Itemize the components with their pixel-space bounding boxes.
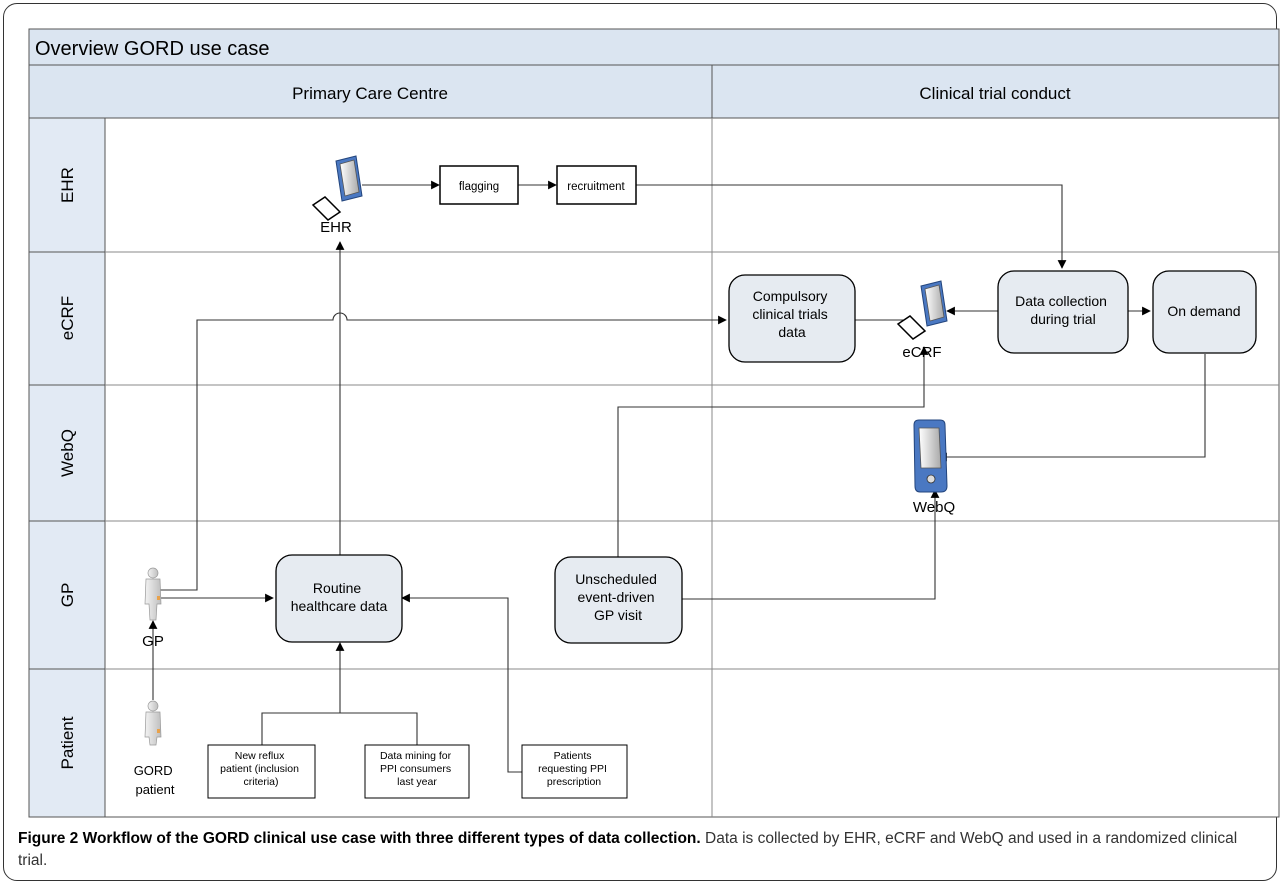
computer-icon xyxy=(896,280,948,340)
unscheduled-visit-label: Unscheduled event-driven GP visit xyxy=(575,571,661,623)
figure-caption: Figure 2 Workflow of the GORD clinical u… xyxy=(18,828,1263,872)
column-label-clinical-trial: Clinical trial conduct xyxy=(919,84,1070,103)
flagging-box xyxy=(439,165,519,205)
flagging-label: flagging xyxy=(459,181,499,193)
lane-label-webq: WebQ xyxy=(58,429,77,477)
column-header-primary-care xyxy=(28,64,713,119)
caption-bold: Figure 2 Workflow of the GORD clinical u… xyxy=(18,830,701,847)
lane-header-ehr xyxy=(28,117,106,253)
new-reflux-label: New reflux patient (inclusion criteria) xyxy=(220,750,302,788)
lane-label-gp: GP xyxy=(58,583,77,608)
column-label-primary-care: Primary Care Centre xyxy=(292,84,448,103)
gord-patient-label: GORD patient xyxy=(134,763,177,797)
on-demand-label: On demand xyxy=(1167,303,1240,319)
data-mining-box xyxy=(364,744,470,799)
patient-person-icon xyxy=(144,700,162,746)
data-collection-node xyxy=(997,270,1129,354)
routine-data-node xyxy=(275,554,403,643)
computer-icon xyxy=(311,155,363,221)
ecrf-icon-label: eCRF xyxy=(902,344,941,361)
lane-dividers xyxy=(105,118,1279,817)
lane-header-webq xyxy=(28,384,106,522)
lane-header-patient xyxy=(28,668,106,818)
lane-label-ehr: EHR xyxy=(58,167,77,203)
data-collection-label: Data collection during trial xyxy=(1015,293,1111,327)
data-mining-label: Data mining for PPI consumers last year xyxy=(380,750,454,788)
handheld-device-icon xyxy=(913,419,948,493)
gp-icon-label: GP xyxy=(142,633,164,650)
patients-requesting-box xyxy=(521,744,628,799)
routine-data-label: Routine healthcare data xyxy=(291,580,388,614)
ehr-icon-label: EHR xyxy=(320,219,352,236)
lane-header-gp xyxy=(28,520,106,670)
column-header-clinical-trial xyxy=(711,64,1280,119)
patients-requesting-label: Patients requesting PPI prescription xyxy=(538,750,610,788)
compulsory-data-node xyxy=(728,274,856,363)
lane-label-ecrf: eCRF xyxy=(58,296,77,340)
diagram-border xyxy=(28,28,1280,818)
compulsory-data-label: Compulsory clinical trials data xyxy=(752,288,831,340)
lane-label-patient: Patient xyxy=(58,716,77,769)
on-demand-node xyxy=(1152,270,1257,354)
unscheduled-visit-node xyxy=(554,556,683,644)
recruitment-box xyxy=(556,165,637,205)
diagram-title: Overview GORD use case xyxy=(35,38,270,60)
webq-icon-label: WebQ xyxy=(913,499,955,516)
caption-text: Data is collected by EHR, eCRF and WebQ … xyxy=(18,830,1238,869)
new-reflux-box xyxy=(207,744,316,799)
doctor-person-icon xyxy=(144,567,162,621)
recruitment-label: recruitment xyxy=(567,181,625,193)
connectors xyxy=(148,180,1206,773)
